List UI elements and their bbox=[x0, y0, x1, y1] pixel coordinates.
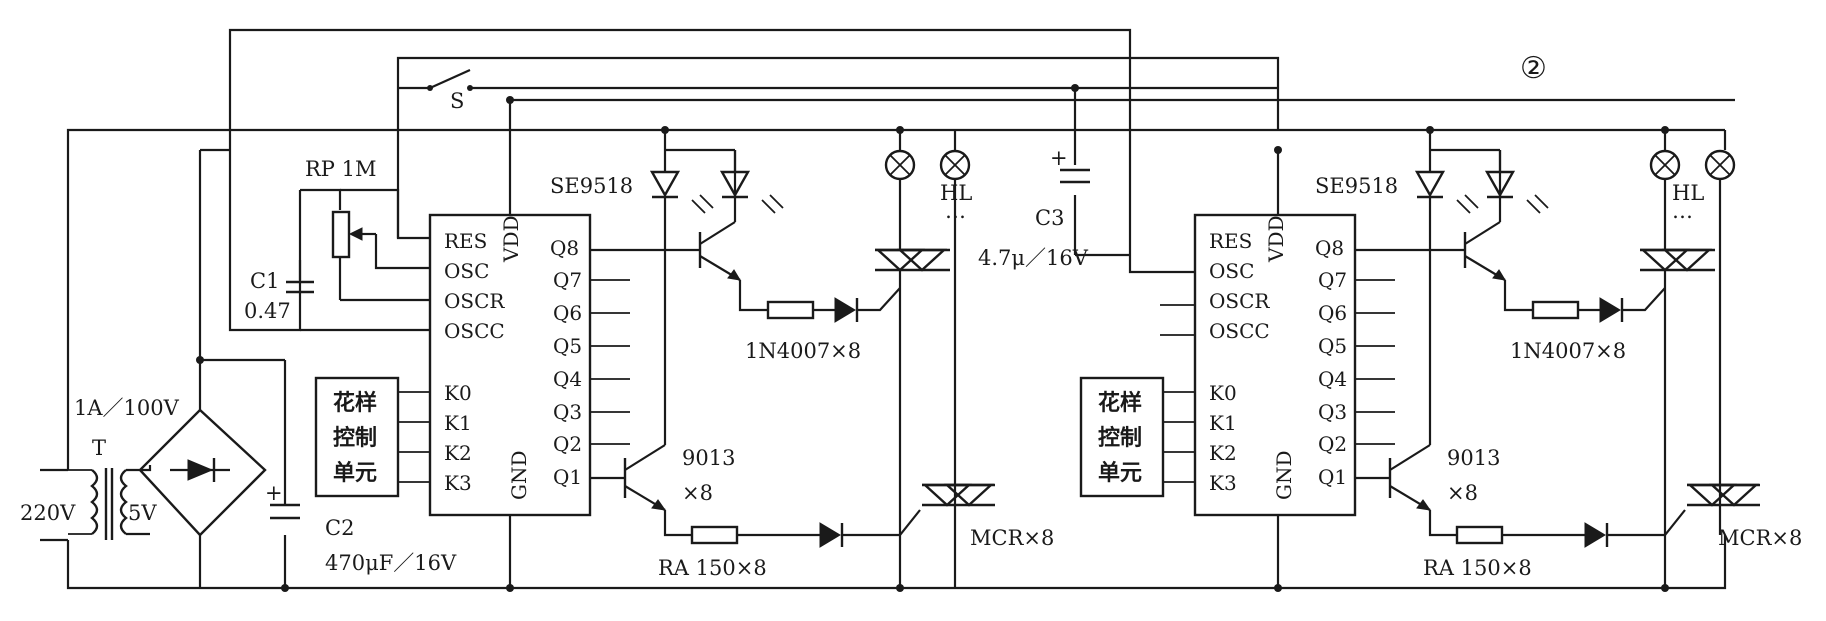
svg-text:×8: ×8 bbox=[682, 481, 713, 505]
svg-text:RES: RES bbox=[444, 229, 487, 253]
mains-label: 220V bbox=[20, 501, 76, 525]
svg-text:…: … bbox=[945, 199, 966, 223]
svg-text:OSC: OSC bbox=[444, 259, 489, 283]
led-label-left: SE9518 bbox=[550, 174, 633, 198]
c2-name: C2 bbox=[325, 516, 354, 540]
svg-text:K0: K0 bbox=[1209, 381, 1237, 405]
svg-text:Q7: Q7 bbox=[553, 268, 582, 292]
svg-text:K2: K2 bbox=[444, 441, 472, 465]
svg-text:Q6: Q6 bbox=[553, 301, 582, 325]
svg-text:K2: K2 bbox=[1209, 441, 1237, 465]
diode-label-right: 1N4007×8 bbox=[1510, 339, 1626, 363]
pot-label: RP 1M bbox=[305, 157, 376, 181]
svg-text:…: … bbox=[1672, 199, 1693, 223]
c2-value: 470μF／16V bbox=[325, 551, 457, 575]
svg-text:Q1: Q1 bbox=[1318, 465, 1347, 489]
lamp-label-left: HL bbox=[940, 181, 972, 205]
svg-text:Q4: Q4 bbox=[553, 367, 582, 391]
svg-text:花样: 花样 bbox=[333, 390, 377, 416]
svg-text:OSCR: OSCR bbox=[444, 289, 505, 313]
svg-text:OSCR: OSCR bbox=[1209, 289, 1270, 313]
transistor-label-right: 9013 bbox=[1447, 446, 1500, 470]
svg-text:Q7: Q7 bbox=[1318, 268, 1347, 292]
svg-text:Q8: Q8 bbox=[1315, 236, 1344, 260]
svg-text:花样: 花样 bbox=[1098, 390, 1142, 416]
transistor-label-left: 9013 bbox=[682, 446, 735, 470]
secondary-label: 5V bbox=[128, 501, 157, 525]
svg-text:Q5: Q5 bbox=[1318, 334, 1347, 358]
resistor-label-right: RA 150×8 bbox=[1423, 556, 1532, 580]
driver-left: SE9518 HL … 1N4007×8 9013 bbox=[550, 126, 1054, 592]
svg-text:GND: GND bbox=[1272, 450, 1296, 500]
transformer-label: T bbox=[92, 436, 106, 460]
lamp-label-right: HL bbox=[1672, 181, 1704, 205]
svg-text:Q8: Q8 bbox=[550, 236, 579, 260]
figure-number: ② bbox=[1520, 51, 1547, 86]
c3-value: 4.7μ／16V bbox=[978, 246, 1089, 270]
svg-text:Q1: Q1 bbox=[553, 465, 582, 489]
c1-name: C1 bbox=[250, 269, 279, 293]
svg-text:×8: ×8 bbox=[1447, 481, 1478, 505]
svg-text:控制: 控制 bbox=[1098, 425, 1142, 451]
svg-text:OSCC: OSCC bbox=[1209, 319, 1270, 343]
svg-text:Q2: Q2 bbox=[1318, 432, 1347, 456]
svg-text:Q5: Q5 bbox=[553, 334, 582, 358]
svg-text:K3: K3 bbox=[444, 471, 472, 495]
svg-text:VDD: VDD bbox=[1264, 215, 1288, 263]
c1-value: 0.47 bbox=[244, 299, 291, 323]
oscillator-network: RP 1M C1 0.47 S bbox=[200, 89, 464, 332]
timing-capacitor: + C3 4.7μ／16V bbox=[978, 146, 1090, 270]
svg-text:单元: 单元 bbox=[333, 460, 377, 486]
svg-text:K1: K1 bbox=[444, 411, 472, 435]
diode-label-left: 1N4007×8 bbox=[745, 339, 861, 363]
svg-text:Q6: Q6 bbox=[1318, 301, 1347, 325]
svg-text:单元: 单元 bbox=[1098, 460, 1142, 486]
svg-text:K3: K3 bbox=[1209, 471, 1237, 495]
fuse-label: 1A／100V bbox=[74, 396, 180, 420]
svg-text:Q3: Q3 bbox=[1318, 400, 1347, 424]
scr-label-right: MCR×8 bbox=[1718, 526, 1802, 550]
svg-text:+: + bbox=[1050, 146, 1068, 170]
svg-text:控制: 控制 bbox=[333, 425, 377, 451]
svg-text:Q3: Q3 bbox=[553, 400, 582, 424]
svg-text:+: + bbox=[265, 481, 283, 505]
svg-text:GND: GND bbox=[507, 450, 531, 500]
svg-text:VDD: VDD bbox=[499, 215, 523, 263]
svg-text:OSC: OSC bbox=[1209, 259, 1254, 283]
global-wiring bbox=[66, 28, 1735, 590]
ic-right: RES OSC OSCR OSCC K0 K1 K2 K3 Q8 Q7 Q6 Q… bbox=[1079, 213, 1395, 592]
svg-text:Q4: Q4 bbox=[1318, 367, 1347, 391]
scr-label-left: MCR×8 bbox=[970, 526, 1054, 550]
driver-right: SE9518 HL … 1N4007×8 9013 ×8 RA 150×8 bbox=[1315, 126, 1802, 592]
svg-text:K0: K0 bbox=[444, 381, 472, 405]
led-label-right: SE9518 bbox=[1315, 174, 1398, 198]
svg-text:Q2: Q2 bbox=[553, 432, 582, 456]
ic-left: RES OSC OSCR OSCC K0 K1 K2 K3 Q8 Q7 Q6 Q… bbox=[314, 96, 630, 592]
c3-name: C3 bbox=[1035, 206, 1064, 230]
svg-text:RES: RES bbox=[1209, 229, 1252, 253]
power-supply: 220V T 5V 1A／100V + C2 470μF／16V bbox=[20, 150, 457, 592]
switch-label: S bbox=[450, 89, 464, 113]
resistor-label-left: RA 150×8 bbox=[658, 556, 767, 580]
svg-text:K1: K1 bbox=[1209, 411, 1237, 435]
svg-text:OSCC: OSCC bbox=[444, 319, 505, 343]
